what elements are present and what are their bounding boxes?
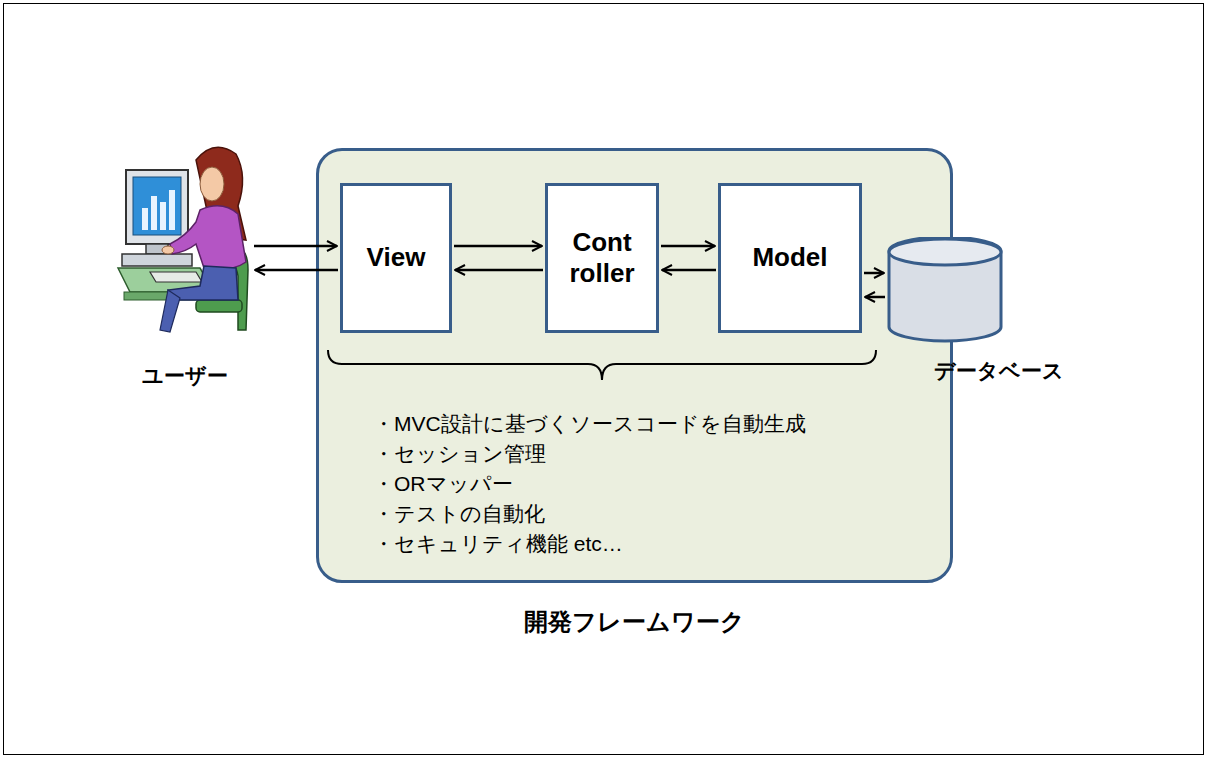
feature-item: ・セッション管理 bbox=[373, 439, 950, 469]
view-box: View bbox=[340, 183, 452, 333]
framework-panel: View Cont roller Model ・MVC設計に基づくソースコードを自動生… bbox=[316, 148, 953, 583]
cylinder-body bbox=[889, 237, 1001, 341]
feature-item: ・テストの自動化 bbox=[373, 499, 950, 529]
user-icon: ユーザー bbox=[118, 150, 252, 335]
cylinder-shape bbox=[887, 237, 1003, 343]
feature-item: ・MVC設計に基づくソースコードを自動生成 bbox=[373, 409, 950, 439]
database-cylinder: データベース bbox=[887, 237, 1003, 343]
user-label: ユーザー bbox=[98, 362, 272, 390]
box-label: Model bbox=[746, 242, 833, 273]
box-label: Cont roller bbox=[548, 227, 656, 289]
box-label: View bbox=[361, 242, 432, 273]
model-box: Model bbox=[718, 183, 862, 333]
feature-item: ・ORマッパー bbox=[373, 469, 950, 499]
cylinder-top bbox=[889, 239, 1001, 265]
database-label: データベース bbox=[934, 357, 1064, 385]
framework-title: 開発フレームワーク bbox=[319, 606, 950, 638]
controller-box: Cont roller bbox=[545, 183, 659, 333]
feature-item: ・セキュリティ機能 etc… bbox=[373, 529, 950, 559]
